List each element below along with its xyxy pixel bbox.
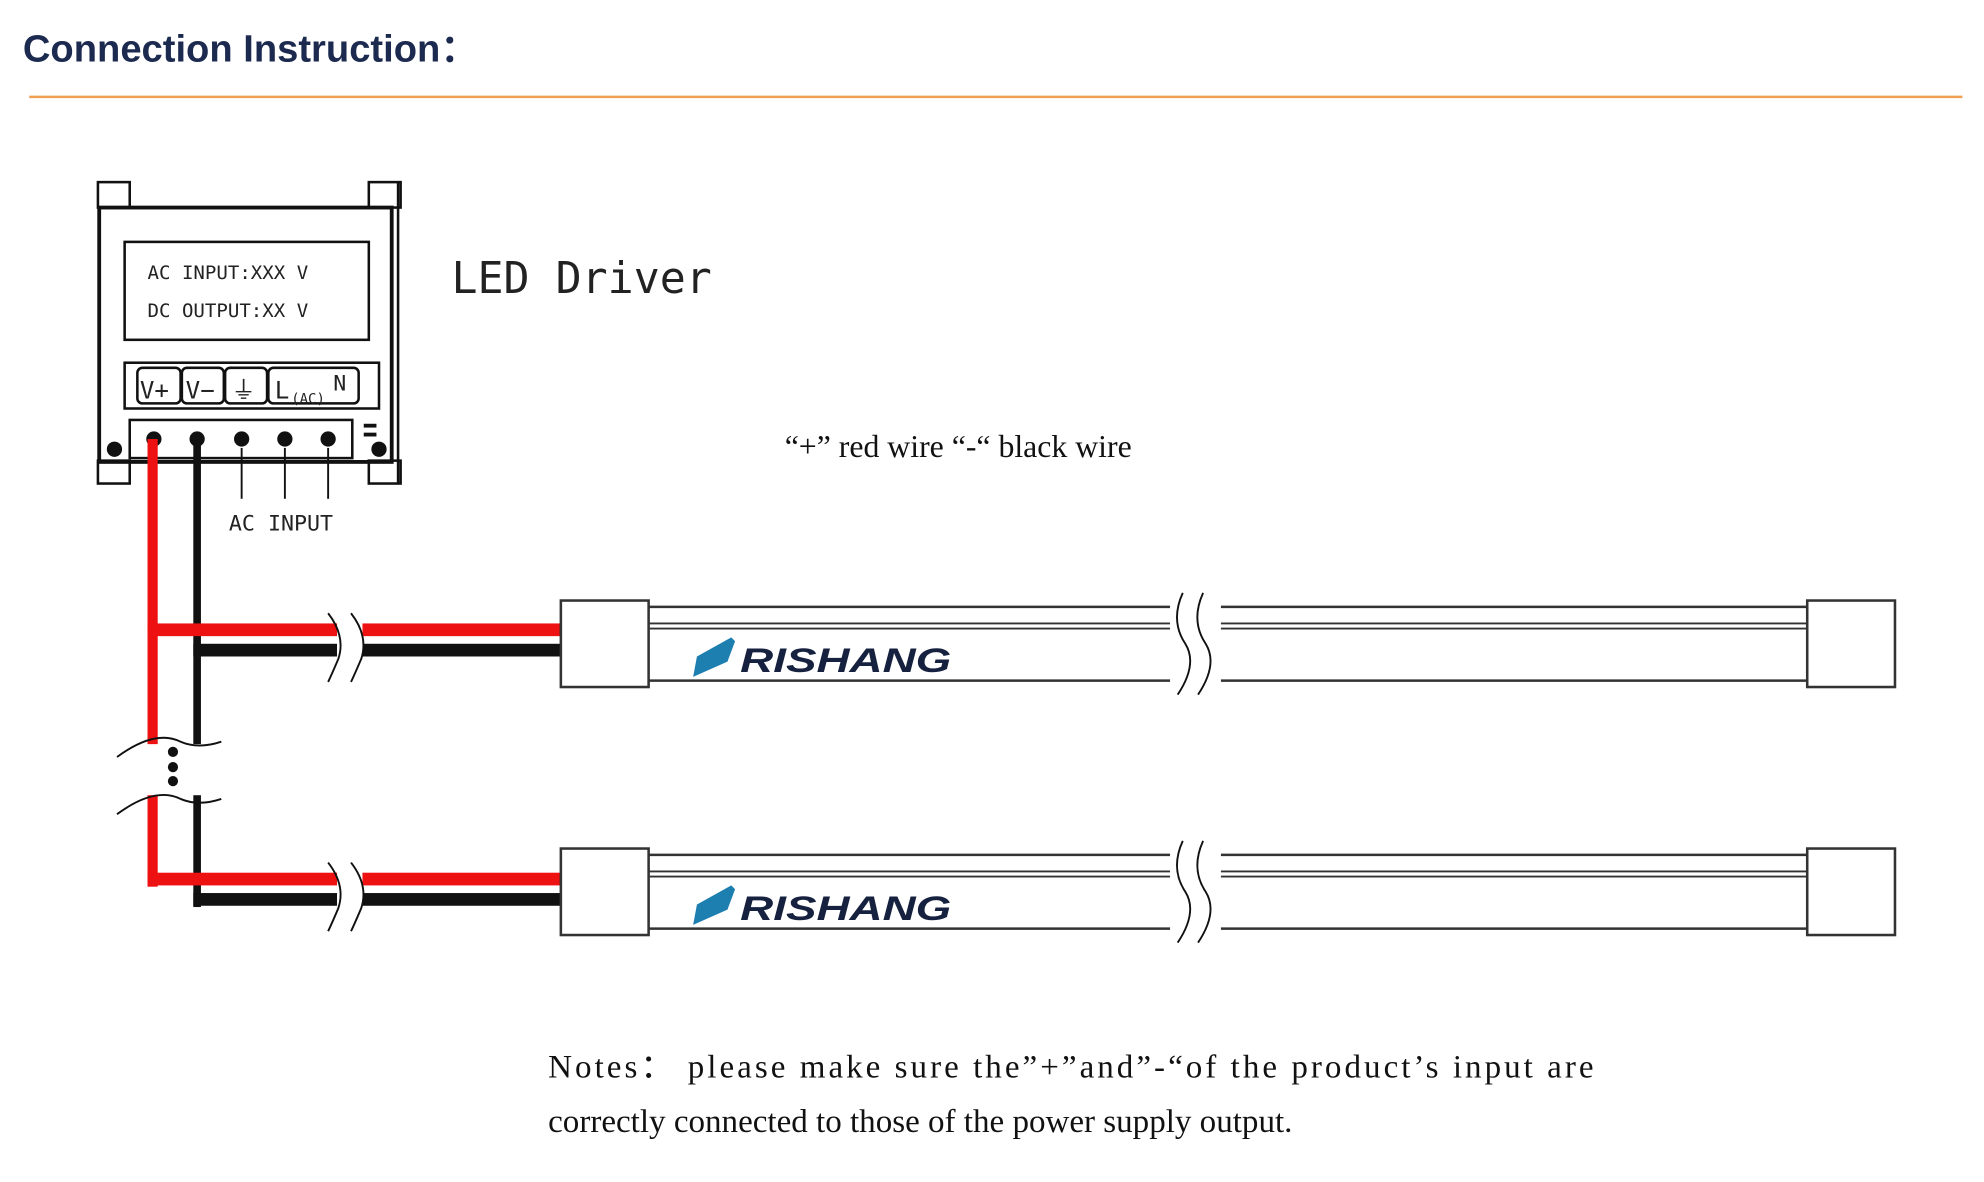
led-driver <box>96 180 402 499</box>
strip-end-cap <box>1805 847 1897 937</box>
strip-end-cap <box>559 847 650 937</box>
wire-legend: “+” red wire “-“ black wire <box>785 429 1132 464</box>
ground-icon: ⏚ <box>231 376 255 404</box>
terminal-ac: (AC) <box>291 391 325 407</box>
notes-line-1: Notes： please make sure the”+”and”-“of t… <box>548 1049 1593 1085</box>
strip-brand: RISHANG <box>740 642 951 680</box>
rishang-logo-icon <box>693 637 736 677</box>
notes-line-2: correctly connected to those of the powe… <box>548 1104 1292 1140</box>
driver-display <box>123 240 371 342</box>
strip-end-cap <box>559 599 650 689</box>
terminal-v-plus: V+ <box>140 376 169 404</box>
terminal-n: N <box>333 372 346 397</box>
terminal-l: L <box>275 376 290 404</box>
led-strip: RISHANG <box>559 592 1897 696</box>
terminal-v-minus: V− <box>186 376 215 404</box>
led-strip: RISHANG <box>559 840 1897 944</box>
led-driver-label: LED Driver <box>451 254 711 304</box>
strip-brand: RISHANG <box>740 890 951 928</box>
page-title: Connection Instruction： <box>23 27 479 70</box>
display-dc-output: DC OUTPUT:XX V <box>148 300 309 322</box>
wires <box>116 439 561 932</box>
strip-end-cap <box>1805 599 1897 689</box>
rishang-logo-icon <box>693 885 736 925</box>
continuation-dots-icon <box>167 746 179 787</box>
display-ac-input: AC INPUT:XXX V <box>148 262 309 284</box>
ac-input-label: AC INPUT <box>229 512 333 537</box>
